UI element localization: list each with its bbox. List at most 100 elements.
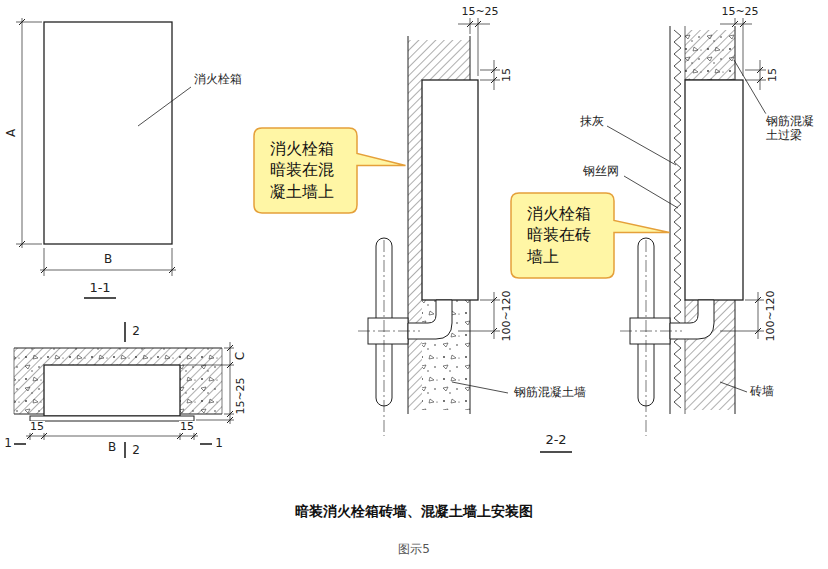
plan-section [227,411,233,417]
concrete-wall-section [480,70,500,71]
callout-box: 消火栓箱暗装在砖墙上 [511,193,670,278]
front-view [16,244,42,245]
steel-mesh [674,30,681,408]
concrete-wall-section [470,300,471,414]
concrete-wall-section [480,300,500,301]
front-view [16,22,42,23]
brick-wall-section [540,451,572,453]
concrete-wall-section [408,18,508,414]
front-view [19,241,25,247]
dimension-text: 15 [29,421,45,433]
dimension-text: 100~120 [501,289,513,342]
part-label: 砖墙 [749,385,775,398]
hydrant-pipe [358,331,420,332]
callout-body: 消火栓箱暗装在混凝土墙上 [270,138,340,203]
dimension-letter: B [103,253,113,266]
section-mark: 1 [3,437,13,450]
brick-wall-section [685,26,686,80]
brick-wall-section [720,382,747,392]
brick-wall-section [607,126,676,165]
brick-wall-section [740,21,746,27]
plan-section [124,322,126,342]
plan-section [14,443,26,445]
callout-outline [511,193,670,278]
brick-wall-section [685,30,735,80]
part-label: 钢丝网 [582,165,620,178]
view-name: 1-1 [88,281,111,295]
brick-wall-section [755,297,761,303]
hydrant-pipe [384,240,385,436]
callout-text: 消火栓箱暗装在砖墙上 [527,203,597,268]
dimension-letter: B [107,441,117,454]
plan-section [200,443,212,445]
dimension-text: 15~25 [460,6,499,18]
hydrant-pipe [358,238,452,436]
plan-section [177,433,183,439]
plan-section [14,322,234,458]
brick-wall-section [755,328,761,334]
dimension-letter: C [234,351,247,361]
plan-section [227,345,233,351]
brick-wall-section [735,26,736,80]
front-view [44,22,172,244]
hydrant-pipe [408,300,452,339]
brick-wall-section [685,300,686,414]
dimension-text: 100~120 [765,289,777,342]
brick-wall-section [685,80,743,300]
callout-text: 消火栓箱暗装在混凝土墙上 [270,138,340,203]
front-view [40,270,176,271]
part-label: 钢筋混凝土过梁 [765,114,815,143]
plan-section [44,365,180,416]
brick-wall-section [745,300,764,301]
front-view [41,267,47,273]
plan-section [227,417,233,423]
plan-section [14,348,222,349]
plan-section [227,362,233,368]
plan-section [222,348,223,414]
brick-wall-section [624,176,678,208]
concrete-wall-section [470,36,471,80]
plan-section [230,342,231,424]
plan-section [14,414,44,415]
brick-wall-section [670,30,685,410]
callout-outline [254,128,406,213]
concrete-wall-section [491,67,497,73]
section-mark: 2 [131,325,141,338]
dimension-text: 15 [501,67,513,83]
brick-wall-section [734,60,766,114]
brick-wall-section [685,30,735,80]
section-mark: 2 [131,444,141,457]
part-label: 消火栓箱 [193,73,243,86]
plan-section [30,416,194,421]
concrete-wall-section [467,21,473,27]
brick-wall-section [732,21,738,27]
concrete-wall-section [422,80,478,300]
concrete-wall-section [491,328,497,334]
concrete-wall-section [408,40,422,410]
concrete-wall-section [475,21,481,27]
concrete-wall-section [470,18,471,34]
front-view [84,297,116,299]
front-view [138,87,191,126]
dimension-letter: A [5,128,18,138]
figure-title: 暗装消火栓箱砖墙、混凝土墙上安装图 [295,503,533,521]
dimension-text: 15~25 [235,376,247,415]
brick-wall-section [670,26,671,414]
plan-section [182,365,234,366]
concrete-wall-section [491,297,497,303]
brick-wall-section [743,18,744,76]
dimension-text: 15~25 [720,6,759,18]
section-mark: 1 [214,437,224,450]
front-view [172,248,173,276]
plan-section [180,414,222,415]
hydrant-pipe [620,238,714,436]
plan-section [27,433,33,439]
callout-body: 消火栓箱暗装在砖墙上 [527,203,597,268]
concrete-wall-section [494,60,495,90]
brick-wall-section [745,70,766,71]
plan-section [26,436,198,437]
front-view [44,248,45,276]
concrete-wall-section [478,18,479,76]
